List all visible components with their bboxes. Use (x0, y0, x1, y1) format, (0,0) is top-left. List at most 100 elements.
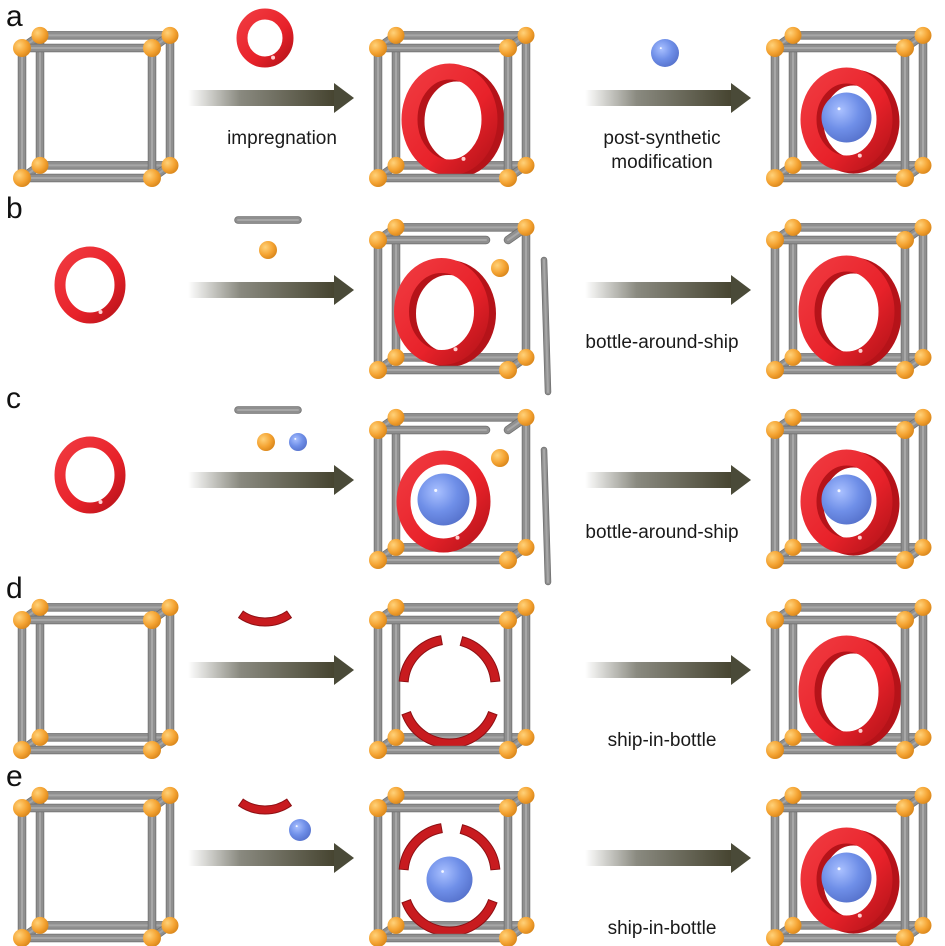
arrow-head (731, 465, 751, 495)
step-label: post-synthetic (603, 128, 720, 149)
metal-node (143, 929, 161, 946)
guest-sphere (821, 474, 872, 525)
ring-body (54, 246, 126, 324)
ring-glint (857, 913, 862, 918)
ring-glint (271, 55, 276, 60)
metal-node (914, 156, 932, 174)
metal-node (387, 916, 405, 934)
metal-node (31, 26, 49, 44)
metal-node (13, 611, 31, 629)
guest-sphere (417, 473, 470, 526)
guest-sphere-body (289, 433, 307, 451)
metal-node (517, 156, 535, 174)
ring-body (401, 63, 498, 176)
metal-node (369, 551, 387, 569)
metal-node (766, 421, 784, 439)
metal-node (499, 929, 517, 946)
metal-node (387, 786, 405, 804)
guest-sphere-body (651, 39, 679, 67)
metal-node (369, 799, 387, 817)
ring-glint (857, 153, 862, 158)
arrow-shaft (188, 282, 336, 298)
metal-node (499, 611, 517, 629)
metal-node (369, 611, 387, 629)
metal-node (784, 598, 802, 616)
ring-body (800, 67, 893, 172)
metal-node (499, 799, 517, 817)
macrocycle-ring (800, 67, 900, 174)
macrocycle-ring (394, 258, 496, 367)
arrow-shaft (188, 90, 336, 106)
ring-body (396, 450, 491, 553)
macrocycle-ring (54, 246, 126, 324)
ring-fragment (459, 824, 501, 871)
metal-node (914, 786, 932, 804)
ring-body (800, 827, 893, 932)
arrow-head (334, 655, 354, 685)
metal-node (499, 361, 517, 379)
metal-node (766, 551, 784, 569)
metal-node (784, 786, 802, 804)
metal-node (914, 598, 932, 616)
strut-highlight (543, 449, 549, 583)
macrocycle-ring (236, 8, 294, 68)
metal-node (517, 408, 535, 426)
ring-glint (98, 310, 103, 315)
metal-node (896, 929, 914, 946)
metal-node (499, 551, 517, 569)
ring-glint (857, 535, 862, 540)
metal-node (517, 916, 535, 934)
guest-sphere (289, 433, 307, 451)
metal-node (13, 741, 31, 759)
reaction-arrow (188, 275, 354, 305)
arrow-head (334, 465, 354, 495)
metal-node (387, 218, 405, 236)
panel-letter: b (6, 192, 23, 225)
metal-node (896, 169, 914, 187)
metal-node (517, 218, 535, 236)
metal-node (517, 348, 535, 366)
arrow-shaft (585, 472, 733, 488)
metal-node (517, 786, 535, 804)
metal-node (914, 348, 932, 366)
metal-node (784, 26, 802, 44)
metal-node (766, 361, 784, 379)
arrow-shaft (585, 90, 733, 106)
reaction-arrow (188, 83, 354, 113)
metal-node (784, 728, 802, 746)
metal-node (517, 26, 535, 44)
step-label: ship-in-bottle (608, 918, 717, 939)
step-label: bottle-around-ship (585, 522, 738, 543)
arrow-shaft (585, 662, 733, 678)
metal-node (369, 231, 387, 249)
ring-fragment (401, 899, 498, 937)
metal-node (517, 538, 535, 556)
metal-node (896, 551, 914, 569)
metal-node (766, 741, 784, 759)
arrow-head (731, 83, 751, 113)
ring-body (798, 635, 895, 748)
ring-body (798, 255, 895, 368)
metal-node (143, 39, 161, 57)
arrow-head (334, 83, 354, 113)
metal-node (387, 598, 405, 616)
guest-sphere-body (417, 473, 470, 526)
ring-fragment (237, 610, 293, 627)
guest-sphere-glint (837, 107, 841, 111)
guest-sphere-glint (837, 867, 841, 871)
arrow-shaft (585, 282, 733, 298)
panel-letter: a (6, 0, 23, 33)
metal-node (31, 156, 49, 174)
metal-node (259, 241, 277, 259)
ring-glint (453, 347, 458, 352)
metal-node (369, 421, 387, 439)
ring-fragment (237, 798, 293, 815)
metal-node (387, 26, 405, 44)
metal-node (369, 169, 387, 187)
metal-node (896, 421, 914, 439)
guest-sphere (651, 39, 679, 67)
metal-node (387, 348, 405, 366)
reaction-arrow (188, 465, 354, 495)
reaction-arrow (585, 843, 751, 873)
